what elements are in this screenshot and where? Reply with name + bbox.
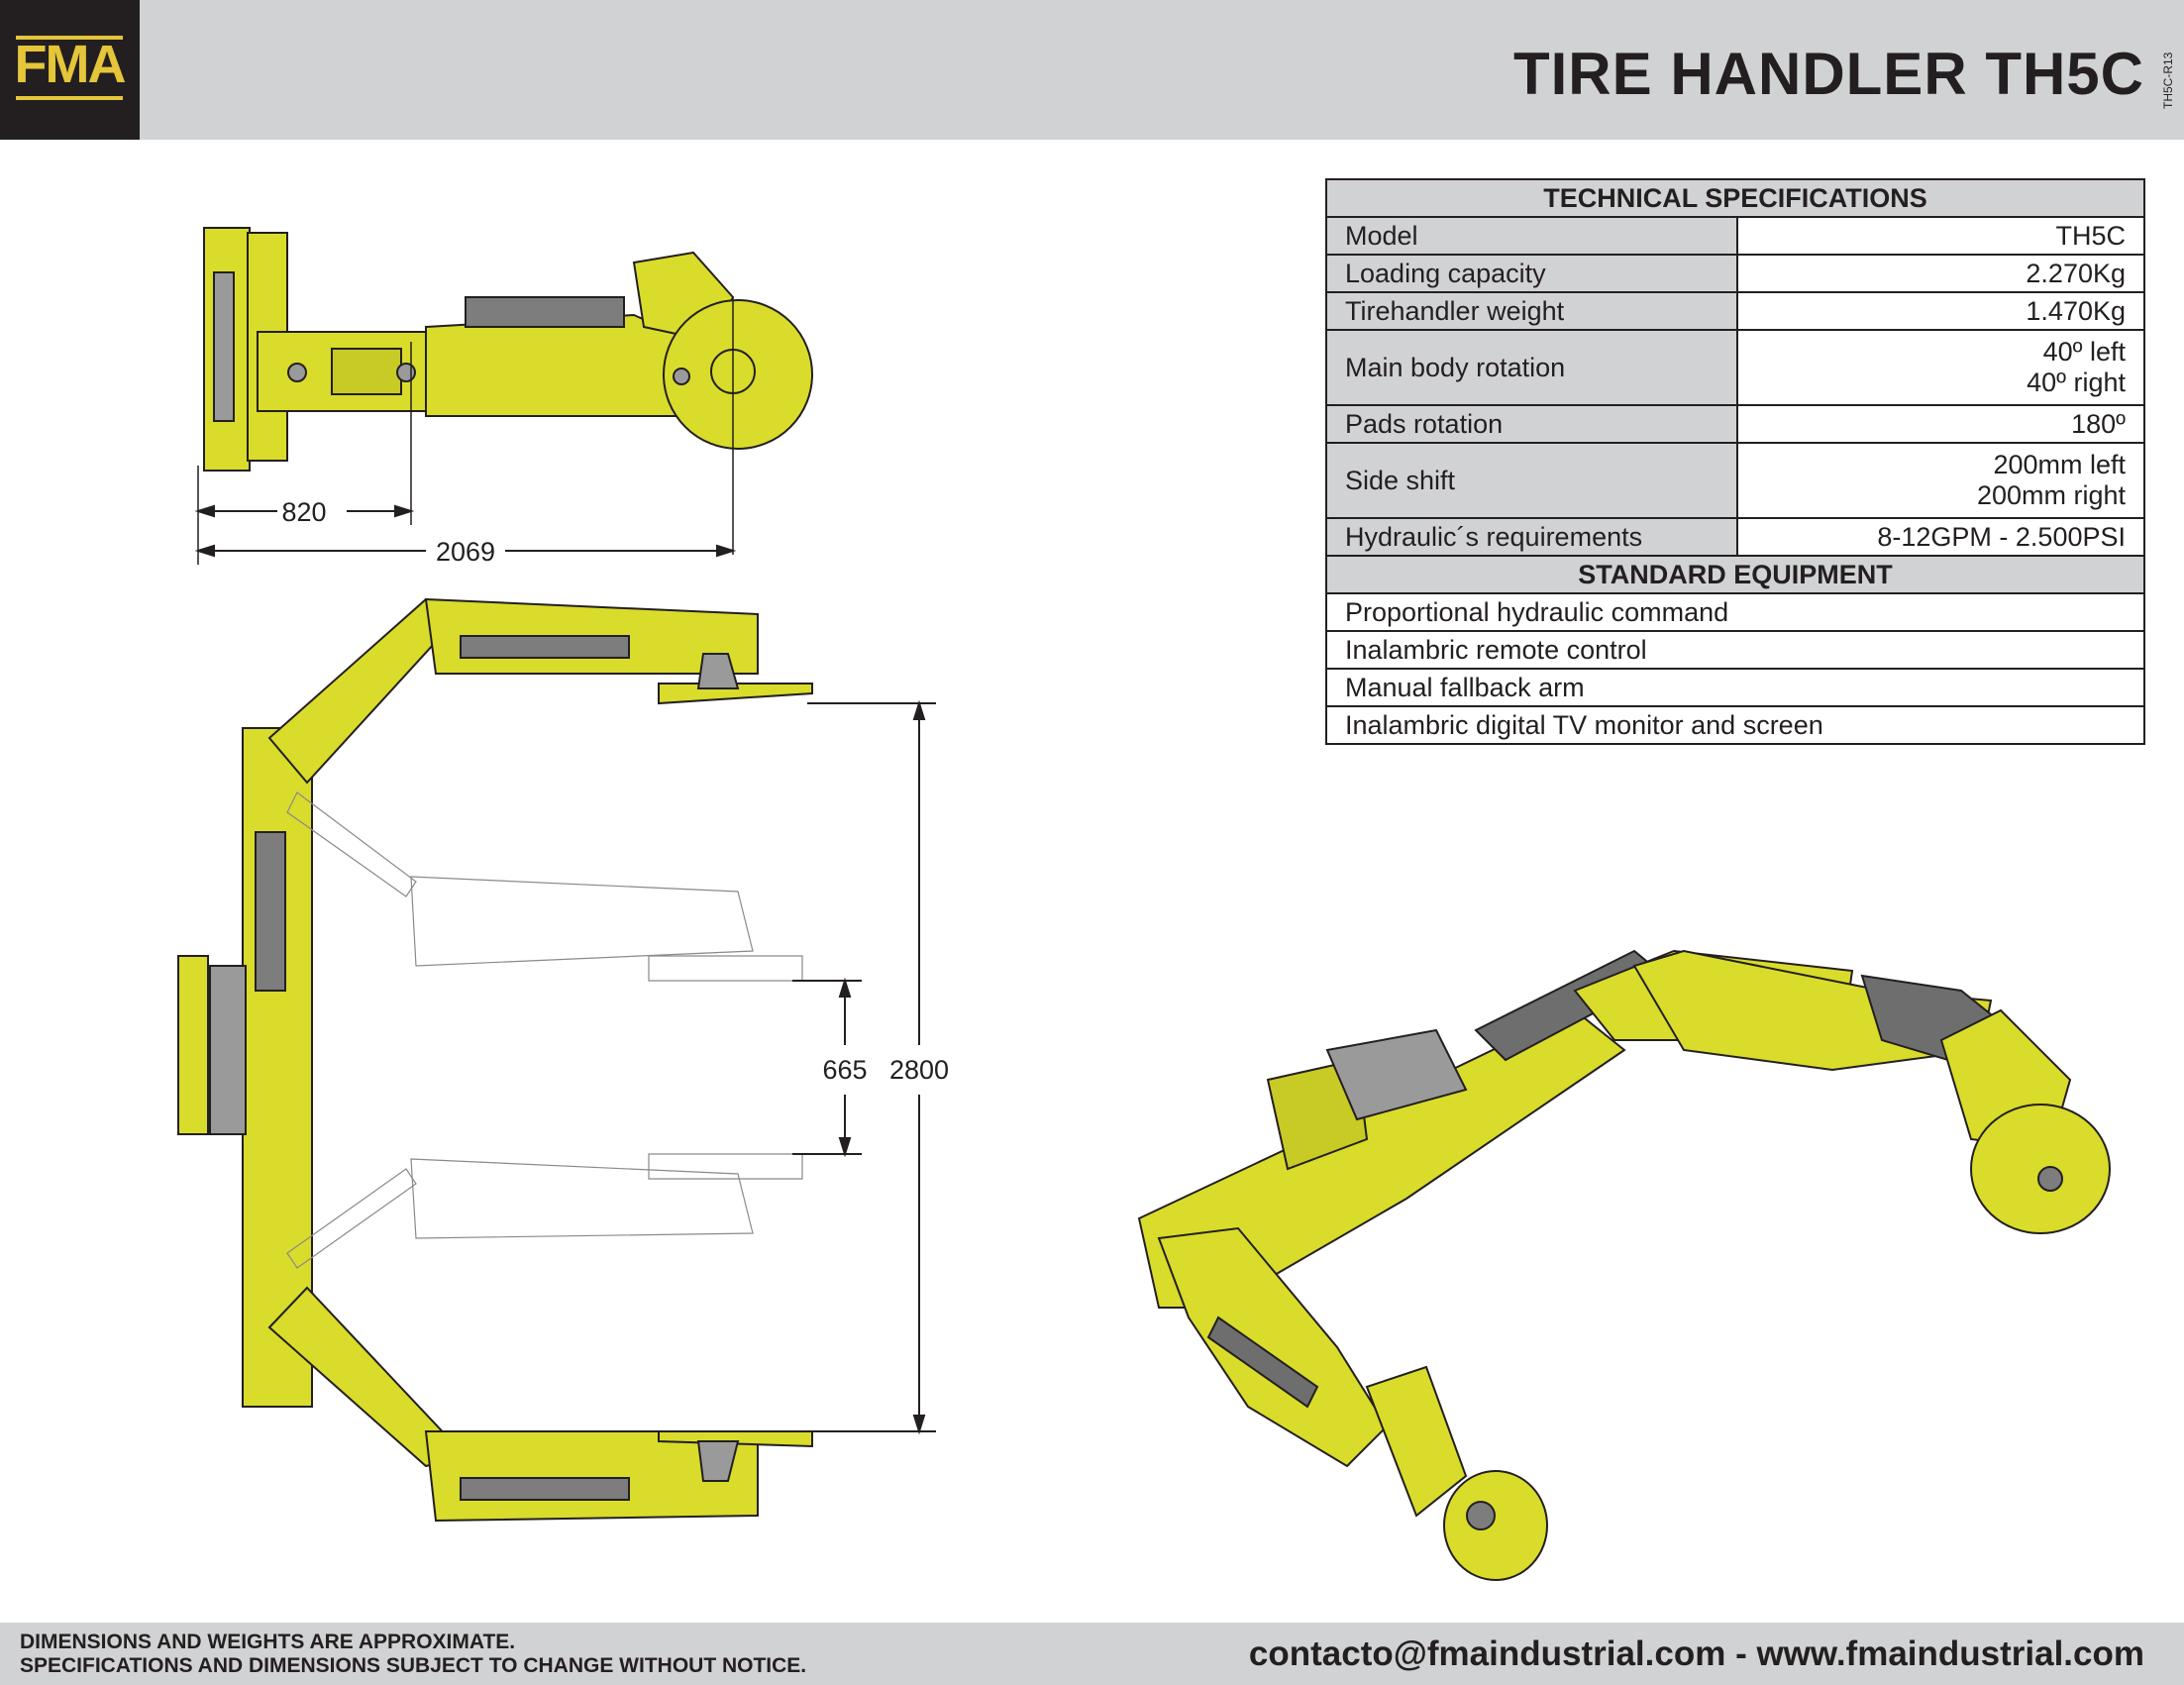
spec-value: 1.470Kg	[1736, 291, 2145, 331]
header-bar: FMA TIRE HANDLER TH5C TH5C-R13	[0, 0, 2184, 140]
logo-top-rule	[16, 36, 123, 40]
disclaimer-line: DIMENSIONS AND WEIGHTS ARE APPROXIMATE.	[20, 1631, 516, 1653]
footer-bar: DIMENSIONS AND WEIGHTS ARE APPROXIMATE. …	[0, 1623, 2184, 1685]
fma-logo: FMA	[0, 0, 140, 140]
spec-value: 40º left 40º right	[1736, 329, 2145, 406]
spec-row-hydraulic: Hydraulic´s requirements 8-12GPM - 2.500…	[1325, 517, 2145, 557]
spec-value: 2.270Kg	[1736, 254, 2145, 293]
equipment-item: Proportional hydraulic command	[1325, 592, 2145, 632]
equipment-item: Inalambric remote control	[1325, 630, 2145, 670]
side-view-drawing	[197, 227, 813, 565]
spec-value-line: 200mm left	[1993, 450, 2126, 479]
specs-title: TECHNICAL SPECIFICATIONS	[1325, 178, 2145, 218]
spec-label: Side shift	[1325, 442, 1738, 519]
spec-label: Model	[1325, 216, 1738, 256]
spec-value: 200mm left 200mm right	[1736, 442, 2145, 519]
logo-bottom-rule	[16, 96, 123, 100]
spec-value: 180º	[1736, 404, 2145, 444]
spec-value-line: 40º right	[2027, 368, 2126, 397]
spec-row-pads-rotation: Pads rotation 180º	[1325, 404, 2145, 444]
spec-value: TH5C	[1736, 216, 2145, 256]
page-title: TIRE HANDLER TH5C	[1512, 41, 2144, 107]
dimension-2800: 2800	[889, 1055, 949, 1085]
disclaimer-line: SPECIFICATIONS AND DIMENSIONS SUBJECT TO…	[20, 1654, 807, 1677]
spec-label: Loading capacity	[1325, 254, 1738, 293]
top-view-drawing	[177, 597, 813, 1523]
equipment-item: Manual fallback arm	[1325, 668, 2145, 707]
dimension-2069: 2069	[436, 537, 495, 567]
specifications-table: TECHNICAL SPECIFICATIONS Model TH5C Load…	[1325, 178, 2145, 745]
spec-label: Pads rotation	[1325, 404, 1738, 444]
top-view-ghost-positions	[286, 791, 803, 1269]
spec-row-model: Model TH5C	[1325, 216, 2145, 256]
spec-label: Tirehandler weight	[1325, 291, 1738, 331]
spec-row-body-rotation: Main body rotation 40º left 40º right	[1325, 329, 2145, 406]
dimension-820: 820	[281, 497, 326, 527]
equipment-item: Inalambric digital TV monitor and screen	[1325, 705, 2145, 745]
spec-row-loading-capacity: Loading capacity 2.270Kg	[1325, 254, 2145, 293]
disclaimer: DIMENSIONS AND WEIGHTS ARE APPROXIMATE. …	[20, 1631, 806, 1678]
spec-value-line: 40º left	[2042, 337, 2126, 367]
spec-row-side-shift: Side shift 200mm left 200mm right	[1325, 442, 2145, 519]
side-dimension-lines	[194, 504, 737, 558]
contact-info: contacto@fmaindustrial.com - www.fmaindu…	[1248, 1634, 2144, 1673]
spec-label: Hydraulic´s requirements	[1325, 517, 1738, 557]
spec-value: 8-12GPM - 2.500PSI	[1736, 517, 2145, 557]
dimension-665: 665	[822, 1055, 867, 1085]
spec-label: Main body rotation	[1325, 329, 1738, 406]
spec-value-line: 200mm right	[1976, 480, 2126, 510]
top-dimension-lines	[792, 699, 936, 1435]
logo-text: FMA	[14, 35, 127, 94]
isometric-render	[1137, 949, 2111, 1581]
spec-row-weight: Tirehandler weight 1.470Kg	[1325, 291, 2145, 331]
equipment-title: STANDARD EQUIPMENT	[1325, 555, 2145, 594]
